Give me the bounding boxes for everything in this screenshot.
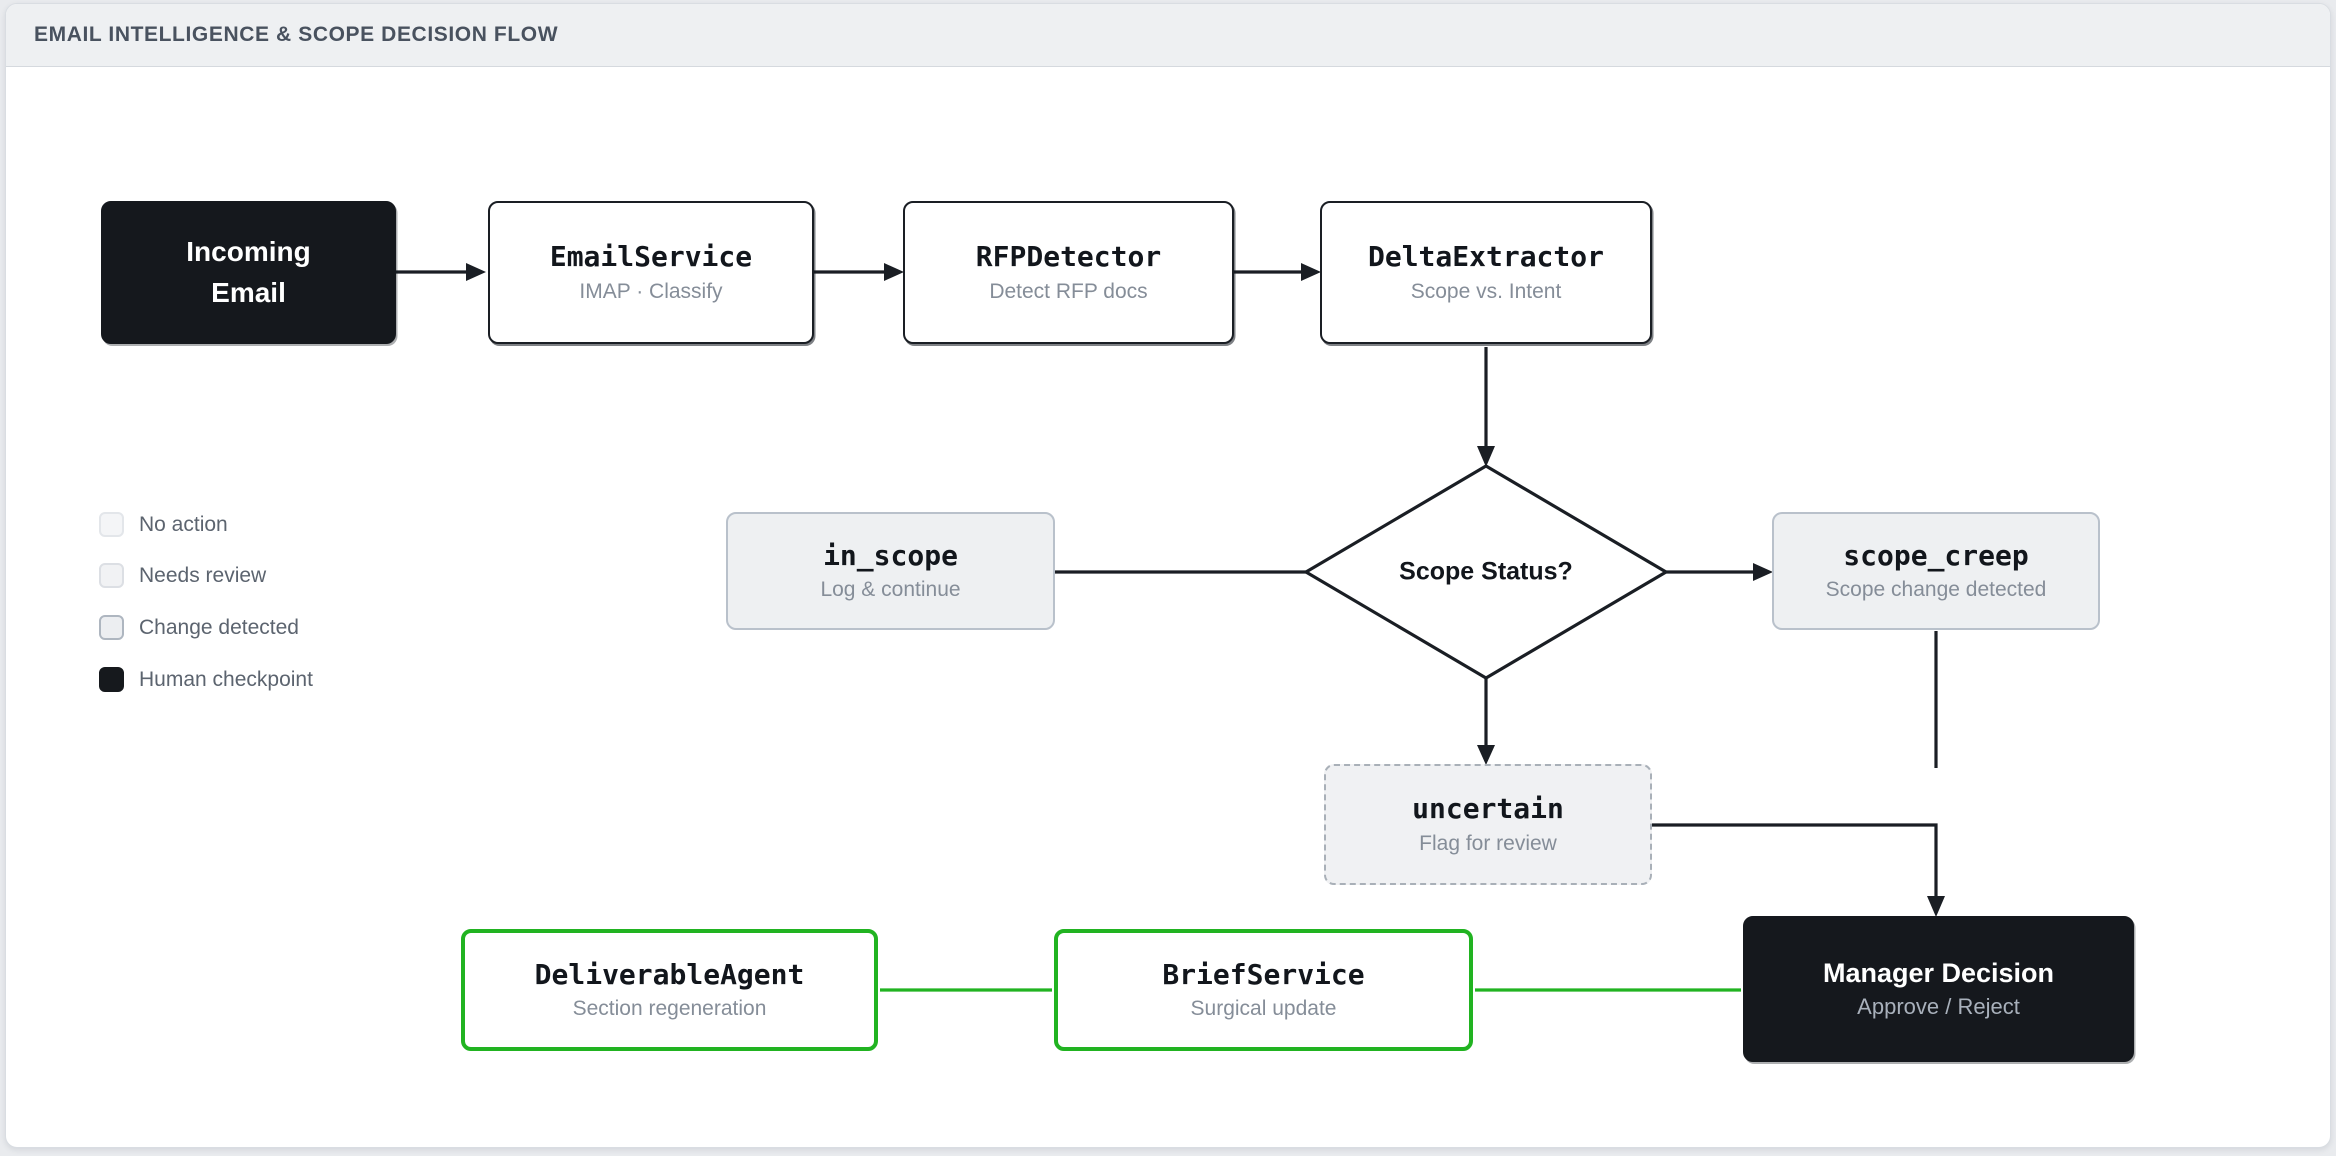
legend-swatch-needs-review (99, 563, 124, 588)
arrowhead (1753, 563, 1773, 581)
node-subtitle: Section regeneration (572, 997, 767, 1021)
node-subtitle: Scope vs. Intent (1410, 279, 1562, 303)
node-subtitle: Log & continue (820, 578, 961, 602)
node-title: scope_creep (1843, 538, 2029, 572)
legend-label: Human checkpoint (139, 667, 313, 691)
node-subtitle: Detect RFP docs (989, 279, 1148, 303)
legend-label: Needs review (139, 563, 267, 587)
connector-layer (396, 263, 1945, 992)
arrowhead (884, 263, 904, 281)
node-deliverable-agent: DeliverableAgent Section regeneration (461, 929, 878, 1051)
node-title: DeliverableAgent (534, 957, 805, 991)
arrowhead (1477, 446, 1495, 467)
node-subtitle: Flag for review (1419, 831, 1557, 855)
legend-item-change-detected: Change detected (99, 615, 299, 640)
page-title: EMAIL INTELLIGENCE & SCOPE DECISION FLOW (34, 23, 559, 46)
flow-canvas: Incoming Email EmailService IMAP · Class… (6, 4, 2330, 1147)
node-delta-extractor: DeltaExtractor Scope vs. Intent (1320, 201, 1652, 344)
node-rfp-detector: RFPDetector Detect RFP docs (903, 201, 1234, 344)
node-scope-status-decision: Scope Status? (1399, 557, 1573, 586)
legend-label: No action (139, 512, 228, 536)
node-subtitle: IMAP · Classify (579, 279, 723, 303)
edge-uncertain-to-manager (1652, 823, 1938, 897)
node-title: RFPDetector (975, 240, 1162, 274)
node-subtitle: Scope change detected (1825, 578, 2047, 602)
arrowhead (1927, 896, 1945, 917)
flow-card: Incoming Email EmailService IMAP · Class… (5, 3, 2331, 1148)
legend-item-human-checkpoint: Human checkpoint (99, 667, 313, 692)
node-email-service: EmailService IMAP · Classify (488, 201, 814, 344)
node-title: uncertain (1412, 792, 1564, 826)
node-title: Incoming Email (186, 235, 311, 308)
node-title: BriefService (1162, 957, 1365, 991)
node-title: Manager Decision (1822, 957, 2055, 988)
arrowhead (1477, 745, 1495, 765)
node-subtitle: Surgical update (1190, 997, 1337, 1021)
legend-item-no-action: No action (99, 512, 228, 537)
legend-swatch-no-action (99, 512, 124, 537)
node-uncertain: uncertain Flag for review (1324, 764, 1652, 885)
legend-swatch-human-checkpoint (99, 667, 124, 692)
arrowhead (466, 263, 486, 281)
node-brief-service: BriefService Surgical update (1054, 929, 1473, 1051)
node-manager-decision: Manager Decision Approve / Reject (1743, 916, 2134, 1062)
node-in-scope: in_scope Log & continue (726, 512, 1055, 630)
card-header: EMAIL INTELLIGENCE & SCOPE DECISION FLOW (6, 4, 2330, 67)
decision-diamond (1302, 464, 1670, 680)
arrowhead (1301, 263, 1321, 281)
legend-label: Change detected (139, 615, 299, 639)
node-incoming-email: Incoming Email (101, 201, 396, 344)
legend-item-needs-review: Needs review (99, 563, 266, 588)
node-scope-creep: scope_creep Scope change detected (1772, 512, 2100, 630)
node-title: in_scope (823, 538, 958, 572)
node-title: DeltaExtractor (1367, 240, 1604, 274)
node-subtitle: Approve / Reject (1857, 994, 2020, 1020)
node-title: EmailService (549, 240, 753, 274)
legend-swatch-change-detected (99, 615, 124, 640)
